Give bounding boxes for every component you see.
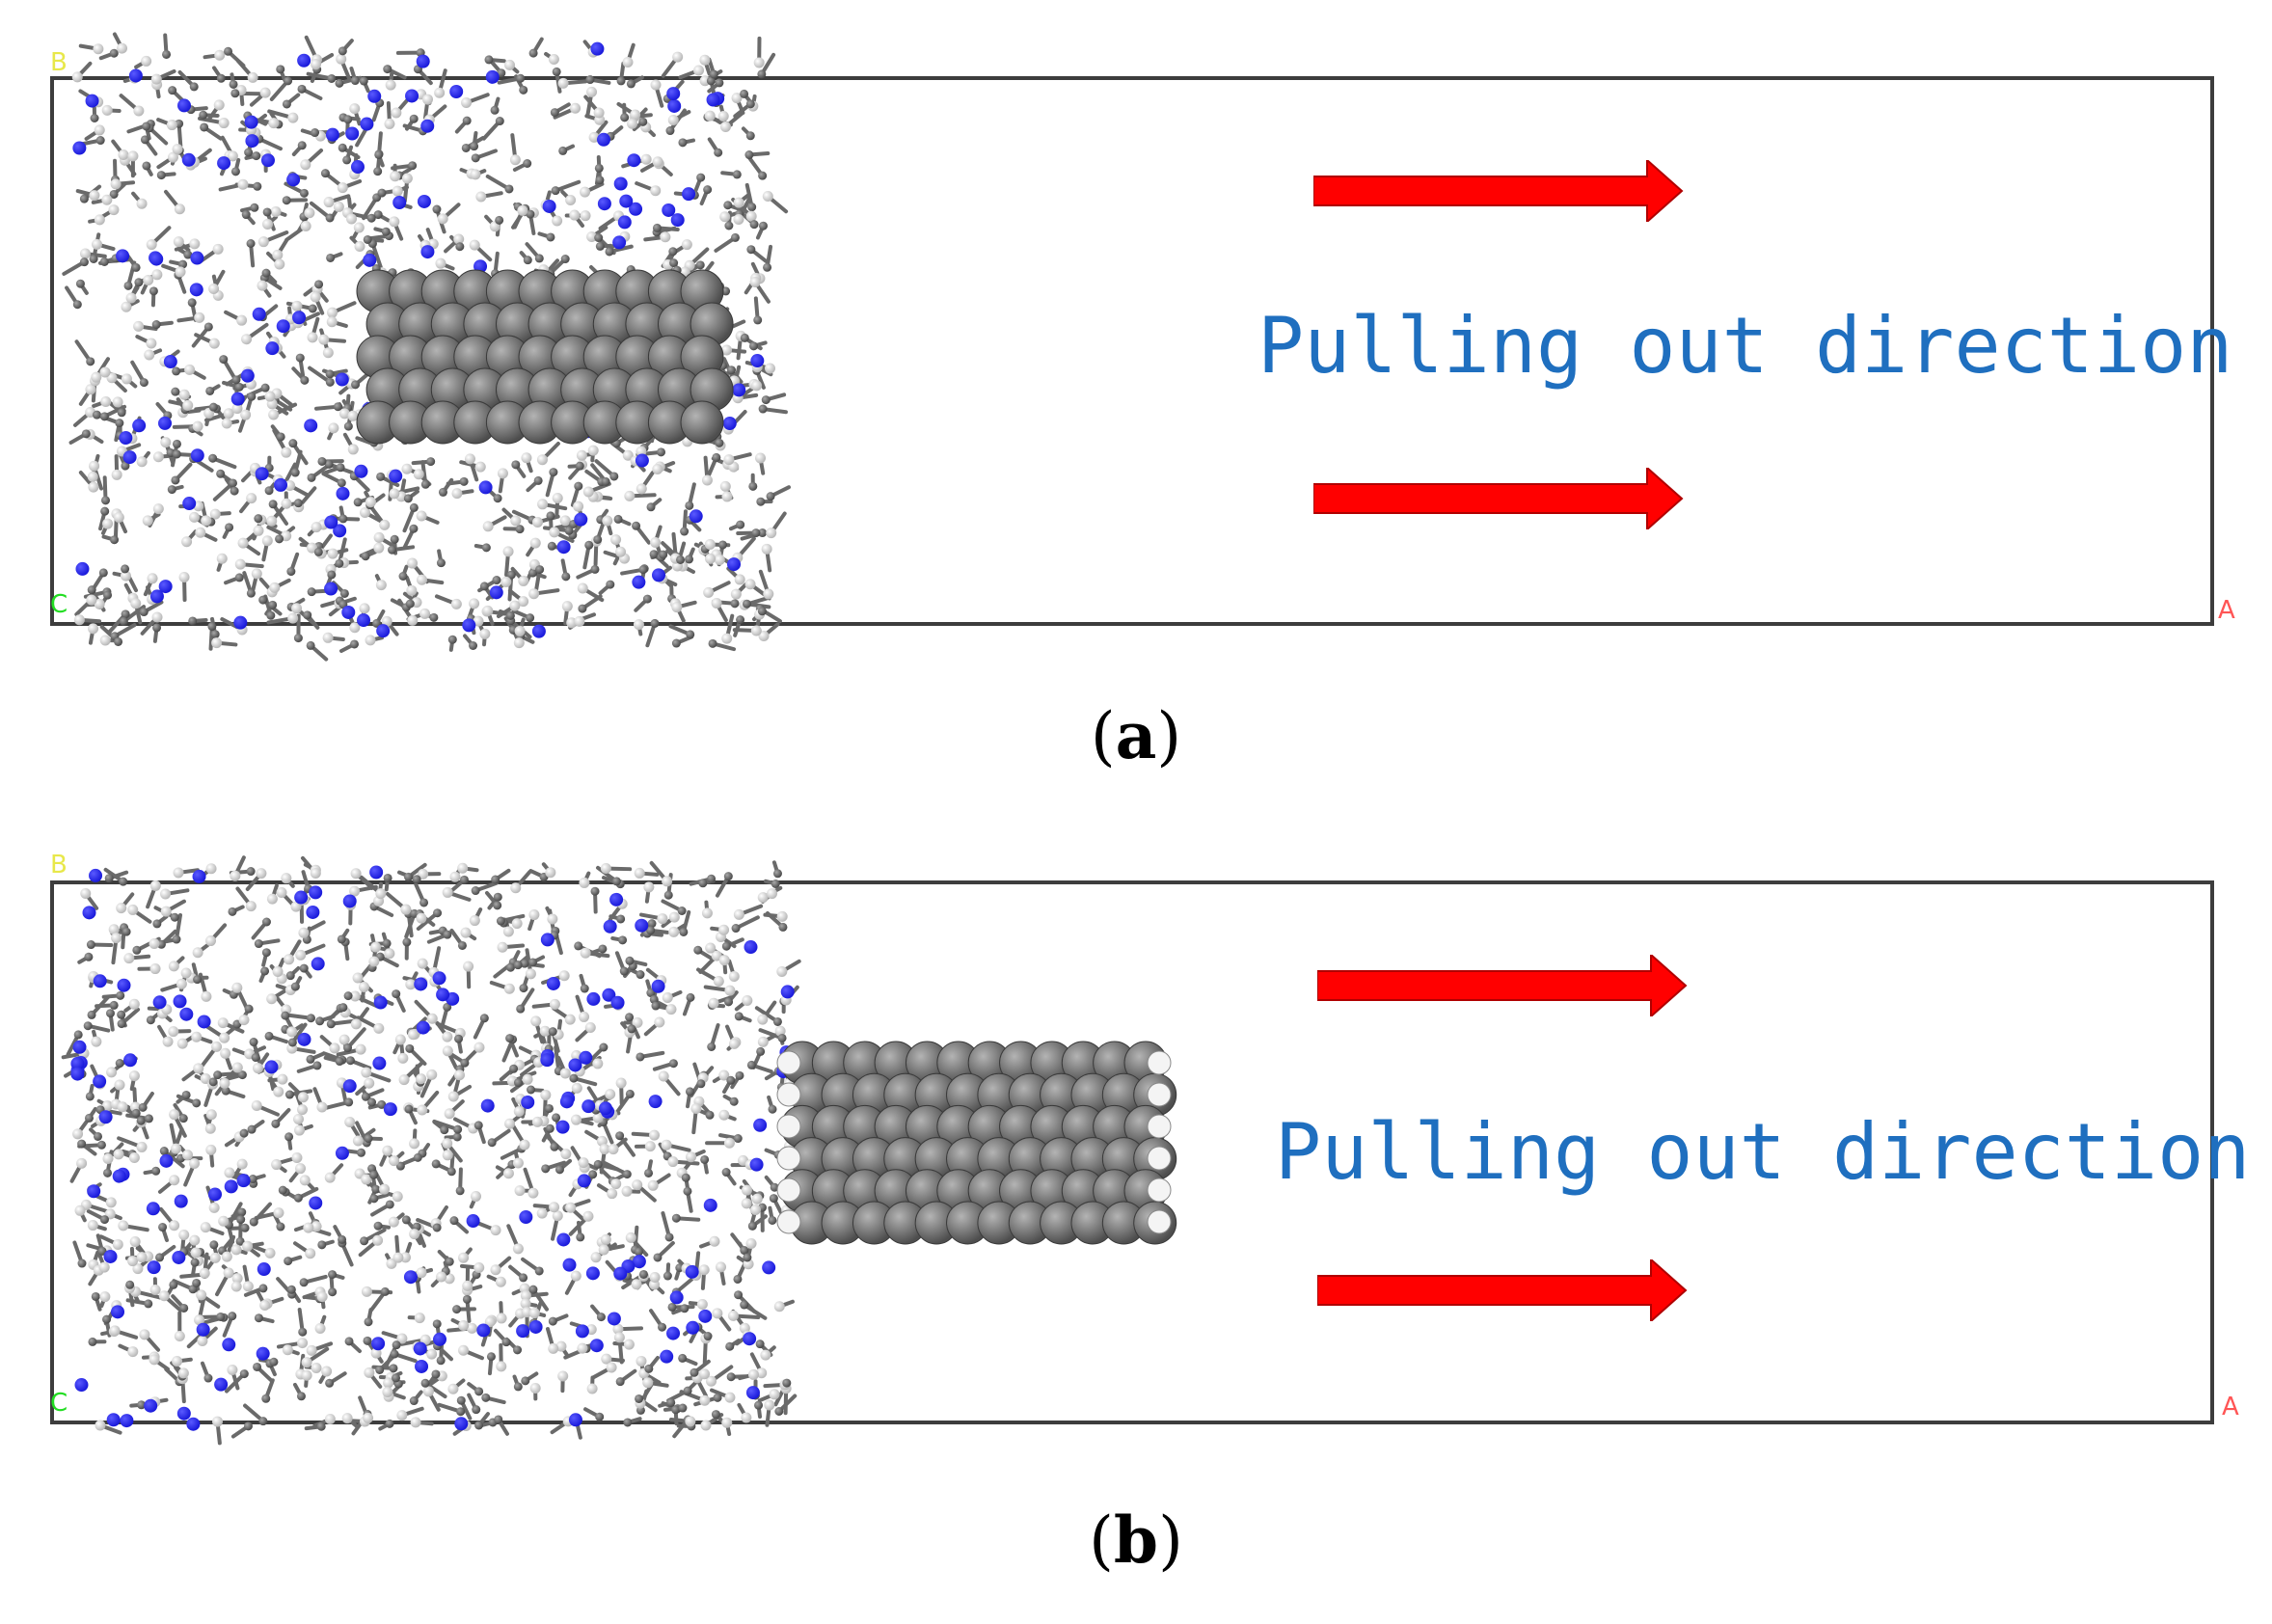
axis-label-right: A — [2222, 1393, 2239, 1421]
direction-label-b: Pulling out direction — [1275, 1107, 2251, 1197]
panel-caption-b: (b) — [1089, 1502, 1183, 1578]
carbon-nanotube-a — [356, 269, 734, 445]
panel-caption-a: (a) — [1090, 698, 1182, 773]
carbon-nanotube-b — [776, 1041, 1177, 1245]
polymer-matrix-a — [62, 32, 792, 662]
pull-arrow-top-a — [1313, 160, 1684, 222]
axis-label-top: B — [50, 48, 68, 77]
axis-label-origin: C — [50, 1389, 68, 1418]
pull-arrow-top-b — [1317, 955, 1688, 1016]
pull-arrow-bottom-b — [1317, 1259, 1688, 1321]
pull-arrow-bottom-a — [1313, 468, 1684, 529]
axis-label-right: A — [2218, 596, 2235, 625]
axis-label-top: B — [50, 851, 68, 880]
direction-label-a: Pulling out direction — [1258, 301, 2233, 391]
polymer-matrix-b — [61, 855, 814, 1446]
axis-label-origin: C — [50, 590, 68, 619]
